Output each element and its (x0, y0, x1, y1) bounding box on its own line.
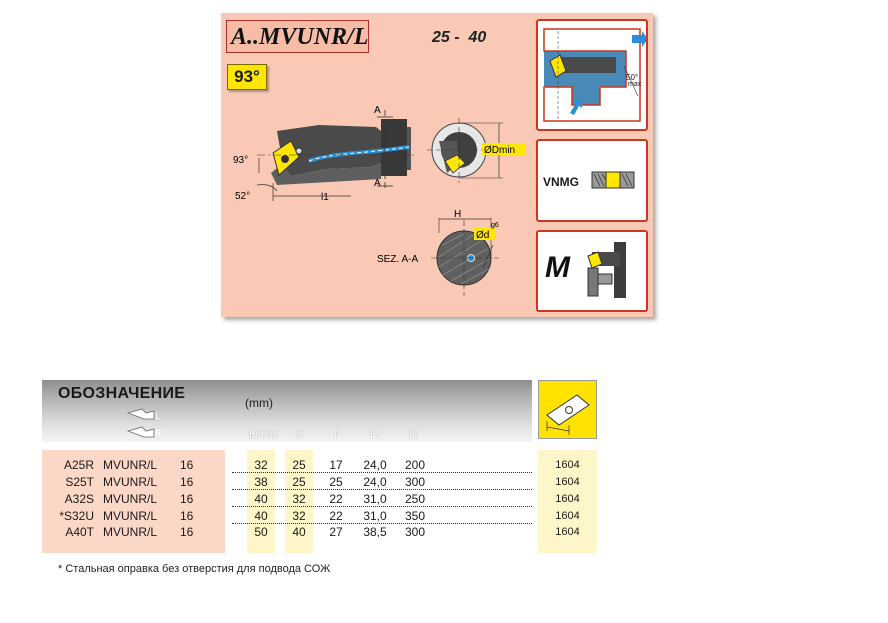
angle-badge: 93° (227, 64, 267, 90)
angle-93-label: 93° (233, 155, 248, 166)
row-dmin: 50 (254, 525, 268, 539)
dmin-label: ØDmin (484, 145, 515, 156)
lead-angle-note: max (628, 81, 642, 88)
table-row: A40T MVUNR/L 16 50 40 27 38,5 300 1604 (0, 525, 888, 542)
row-model: MVUNR/L (103, 509, 158, 523)
application-diagram (543, 28, 648, 122)
front-view (427, 118, 526, 183)
row-dmin: 40 (254, 492, 268, 506)
row-l1: 350 (404, 509, 426, 523)
units-label: (mm) (245, 396, 273, 410)
row-dmin: 40 (254, 509, 268, 523)
clamping-icon (587, 242, 626, 298)
row-d: 25 (292, 458, 306, 472)
col-d: d (296, 427, 303, 441)
col-l1: l1 (409, 427, 419, 441)
row-size: 16 (180, 492, 194, 506)
material-class-letter: M (545, 251, 570, 284)
height-h-label: H (454, 209, 461, 220)
designation-header: ОБОЗНАЧЕНИЕ (58, 385, 186, 402)
row-code: A40T (65, 525, 94, 539)
row-model: MVUNR/L (103, 475, 158, 489)
row-size: 16 (180, 509, 194, 523)
insert-shape-icon (546, 394, 590, 435)
row-d: 32 (292, 509, 306, 523)
row-size: 16 (180, 458, 194, 472)
shank-d-label: Ød (476, 230, 489, 241)
row-l1: 300 (404, 475, 426, 489)
col-dmin: Dmin (249, 427, 278, 441)
section-mark-bottom: A (374, 178, 381, 189)
table-header-bar (42, 380, 532, 442)
row-d: 40 (292, 525, 306, 539)
row-code: A25R (63, 458, 94, 472)
tool-drawing: 93° 52° l1 A A ØDmin H Ød g6 SEZ. A- (233, 105, 526, 296)
d-column-bg (285, 450, 313, 553)
row-insert: 1604 (555, 510, 580, 522)
row-insert: 1604 (555, 493, 580, 505)
col-h: H (370, 427, 379, 441)
vnmg-insert-icon (591, 171, 635, 189)
lead-angle-label: 50° (626, 73, 639, 82)
designation-column-bg (42, 450, 225, 553)
length-l1-label: l1 (321, 192, 329, 203)
row-f: 27 (329, 525, 343, 539)
insert-column-header (538, 380, 597, 439)
row-h: 38,5 (363, 525, 387, 539)
tolerance-label: g6 (491, 222, 499, 229)
row-dmin: 38 (254, 475, 268, 489)
section-view (431, 218, 499, 296)
row-insert: 1604 (555, 476, 580, 488)
row-l1: 200 (404, 458, 426, 472)
row-code: A32S (64, 492, 94, 506)
section-label: SEZ. A-A (377, 254, 418, 265)
row-code: *S32U (59, 509, 94, 523)
dmin-column-bg (247, 450, 275, 553)
row-divider (232, 489, 532, 490)
row-model: MVUNR/L (103, 492, 158, 506)
row-insert: 1604 (555, 459, 580, 471)
tool-title: A..MVUNR/L (226, 20, 369, 53)
row-f: 22 (329, 509, 343, 523)
row-code: S25T (65, 475, 94, 489)
footnote: * Стальная оправка без отверстия для под… (58, 563, 331, 575)
boring-bar-side-view (256, 110, 416, 201)
table-row: A32S MVUNR/L 16 40 32 22 31,0 250 1604 (0, 492, 888, 509)
row-size: 16 (180, 475, 194, 489)
row-divider (232, 472, 532, 473)
row-divider (232, 523, 532, 524)
angle-52-label: 52° (235, 191, 250, 202)
row-h: 31,0 (363, 492, 387, 506)
row-h: 31,0 (363, 509, 387, 523)
row-l1: 300 (404, 525, 426, 539)
row-f: 25 (329, 475, 343, 489)
right-hand-label: R (155, 428, 162, 438)
insert-code: VNMG (543, 175, 579, 189)
row-model: MVUNR/L (103, 525, 158, 539)
col-f: f (334, 427, 338, 441)
row-d: 25 (292, 475, 306, 489)
application-diagram-box: 50° max (536, 19, 648, 131)
row-insert: 1604 (555, 526, 580, 538)
row-model: MVUNR/L (103, 458, 158, 472)
row-dmin: 32 (254, 458, 268, 472)
row-size: 16 (180, 525, 194, 539)
table-row: *S32U MVUNR/L 16 40 32 22 31,0 350 1604 (0, 509, 888, 526)
section-mark-top: A (374, 105, 381, 116)
row-f: 17 (329, 458, 343, 472)
left-hand-label: L (155, 411, 160, 421)
row-l1: 250 (404, 492, 426, 506)
table-row: S25T MVUNR/L 16 38 25 25 24,0 300 1604 (0, 475, 888, 492)
table-row: A25R MVUNR/L 16 32 25 17 24,0 200 1604 (0, 458, 888, 475)
size-range: 25 - 40 (432, 29, 487, 46)
row-h: 24,0 (363, 475, 387, 489)
row-f: 22 (329, 492, 343, 506)
insert-column-bg (538, 450, 597, 553)
row-h: 24,0 (363, 458, 387, 472)
row-d: 32 (292, 492, 306, 506)
row-divider (232, 506, 532, 507)
hand-icons: L R (126, 408, 162, 438)
